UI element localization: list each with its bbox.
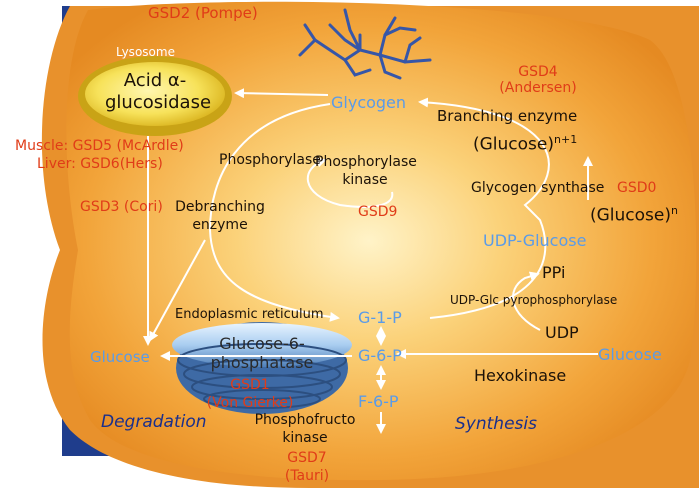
glucose-n-superscript: n: [671, 204, 678, 217]
debranching-enzyme-label: Debranching enzyme: [175, 199, 265, 234]
synthesis-arc-arrow: [418, 97, 550, 319]
phosphorylase-label: Phosphorylase: [219, 152, 321, 168]
glycogen-molecule-icon: [298, 8, 432, 80]
glucose-n1-label: (Glucose)n+1: [473, 133, 578, 155]
gsd9-label: GSD9: [358, 204, 398, 220]
branching-enzyme-label: Branching enzyme: [437, 107, 578, 125]
degradation-label: Degradation: [101, 412, 207, 432]
phosphorylase-kinase-loop-arrow: [306, 157, 394, 208]
glucose-left-label: Glucose: [90, 348, 150, 366]
udp-label: UDP: [545, 323, 579, 342]
phosphorylase-kinase-label: Phosphorylase kinase: [315, 154, 417, 189]
g6p-label: G-6-P: [358, 346, 402, 365]
gsd0-label: GSD0: [617, 180, 657, 196]
glucose-n-label: (Glucose)n: [590, 204, 678, 226]
phosphofructokinase-label: Phosphofructo kinase: [254, 412, 356, 446]
ppi-label: PPi: [542, 263, 566, 282]
glucose6phosphatase-label: Glucose-6- phosphatase: [210, 334, 314, 373]
glucose-right-label: Glucose: [598, 345, 662, 364]
gsd1-label: GSD1 (Von Gierke): [206, 377, 294, 411]
pathway-arrows: [143, 88, 598, 434]
glucose-n-text: (Glucose): [590, 205, 671, 226]
gsd7-label: GSD7 (Tauri): [284, 450, 330, 484]
degradation-arc-arrow: [208, 103, 340, 322]
glycogen-label: Glycogen: [331, 93, 407, 112]
g1p-label: G-1-P: [358, 308, 402, 327]
glycogen-to-lysosome-arrow: [234, 88, 329, 99]
f6p-label: F-6-P: [358, 392, 399, 411]
udp-glucose-label: UDP-Glucose: [483, 231, 587, 250]
glucose-n1-superscript: n+1: [554, 133, 578, 146]
pyrophosphorylase-loop-arrow: [512, 271, 541, 331]
debranching-to-glucose-arrow: [149, 239, 206, 342]
endoplasmic-reticulum-label: Endoplasmic reticulum: [175, 307, 324, 322]
hexokinase-label: Hexokinase: [474, 366, 567, 385]
gsd6-label: Liver: GSD6(Hers): [37, 156, 163, 172]
udp-glc-pyrophosphorylase-label: UDP-Glc pyrophosphorylase: [450, 293, 618, 307]
glycogen-synthase-label: Glycogen synthase: [471, 180, 605, 196]
lysosome-label: Lysosome: [116, 45, 175, 59]
gsd3-label: GSD3 (Cori): [80, 199, 163, 215]
acid-glucosidase-label: Acid α- glucosidase: [105, 70, 212, 113]
gsd5-label: Muscle: GSD5 (McArdle): [15, 138, 184, 154]
gsd2-label: GSD2 (Pompe): [148, 4, 258, 22]
glucose-n1-text: (Glucose): [473, 134, 554, 155]
synthesis-label: Synthesis: [455, 414, 537, 434]
lysosome-inner: [85, 62, 225, 126]
gsd4-label: GSD4 (Andersen): [499, 64, 577, 97]
